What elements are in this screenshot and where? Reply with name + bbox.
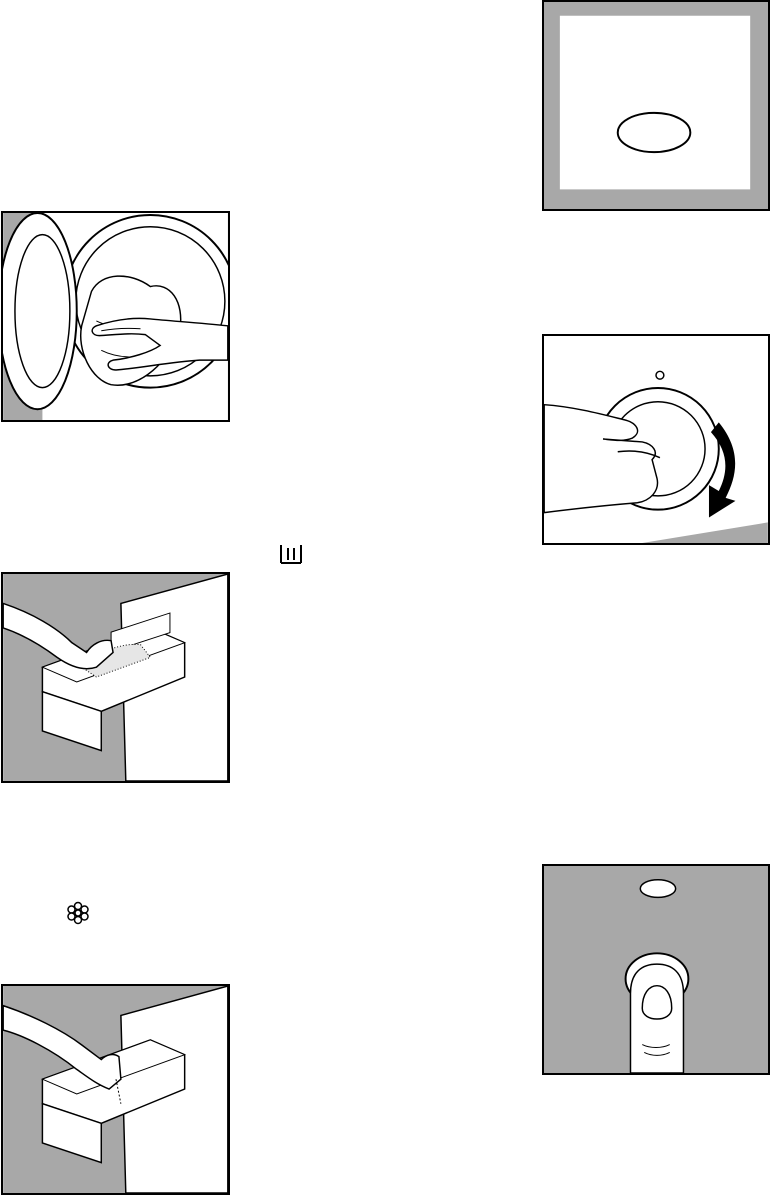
figure-program-knob [542,334,770,545]
softener-pouring-drawer-icon [3,986,228,1193]
indicator-lamp-icon [544,2,768,209]
compartment-two-icon [280,544,302,564]
figure-push-button [542,864,770,1075]
program-selector-knob-icon [544,336,768,543]
figure-load-laundry [1,211,230,422]
detergent-powder-drawer-icon [3,574,228,781]
flower-softener-icon [66,901,90,925]
hand-loading-drum-icon [3,213,228,420]
figure-indicator-panel [542,0,770,211]
figure-detergent-drawer-softener [1,984,230,1195]
push-button-icon [544,866,768,1073]
figure-detergent-drawer-powder [1,572,230,783]
